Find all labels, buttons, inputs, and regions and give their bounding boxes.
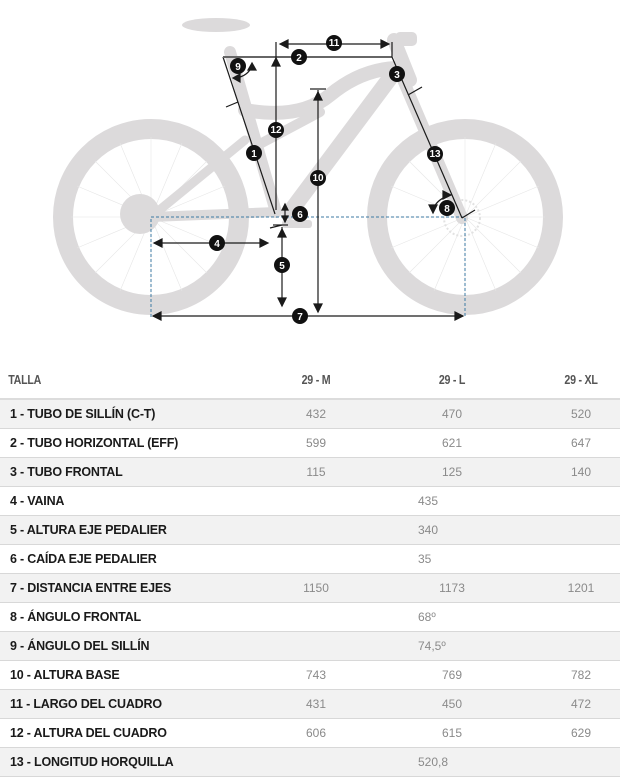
row-value: 647	[542, 428, 620, 458]
row-label: 8 - ÁNGULO FRONTAL	[0, 602, 270, 632]
row-value: 1150	[270, 573, 362, 603]
seat-tube-line	[222, 56, 276, 215]
row-shared-value: 340	[270, 515, 620, 545]
badge-13: 13	[427, 146, 443, 162]
row-value: 472	[542, 689, 620, 719]
row-value: 1173	[362, 573, 542, 603]
frame	[146, 33, 468, 224]
badge-9: 9	[230, 58, 246, 74]
svg-text:7: 7	[297, 312, 303, 323]
svg-text:13: 13	[429, 149, 441, 160]
row-shared-value: 435	[270, 486, 620, 516]
bike-geometry-diagram: 1 2 3 4 5 6 7 8 9 10 11 12 13	[0, 0, 620, 345]
row-value: 432	[270, 399, 362, 429]
table-header-row: TALLA 29 - M 29 - L 29 - XL	[0, 360, 620, 399]
cassette	[120, 194, 160, 234]
row-shared-value: 520,8	[270, 747, 620, 777]
header-size-m: 29 - M	[301, 371, 331, 387]
geometry-table: TALLA 29 - M 29 - L 29 - XL 1 - TUBO DE …	[0, 360, 620, 777]
bike-illustration: 1 2 3 4 5 6 7 8 9 10 11 12 13	[53, 18, 563, 324]
header-size-l: 29 - L	[438, 371, 466, 387]
row-value: 615	[362, 718, 542, 748]
svg-text:3: 3	[394, 70, 400, 81]
badge-2: 2	[291, 49, 307, 65]
row-value: 470	[362, 399, 542, 429]
header-size-xl: 29 - XL	[564, 371, 598, 387]
crank	[282, 220, 312, 228]
svg-text:10: 10	[312, 173, 324, 184]
badge-5: 5	[274, 257, 290, 273]
row-value: 599	[270, 428, 362, 458]
svg-text:2: 2	[296, 53, 302, 64]
row-value: 606	[270, 718, 362, 748]
row-label: 4 - VAINA	[0, 486, 270, 516]
row-label: 5 - ALTURA EJE PEDALIER	[0, 515, 270, 545]
badge-4: 4	[209, 235, 225, 251]
row-label: 1 - TUBO DE SILLÍN (C-T)	[0, 399, 270, 429]
row-label: 7 - DISTANCIA ENTRE EJES	[0, 573, 270, 603]
row-value: 629	[542, 718, 620, 748]
row-label: 11 - LARGO DEL CUADRO	[0, 689, 270, 719]
badge-8: 8	[439, 200, 455, 216]
measurement-badges: 1 2 3 4 5 6 7 8 9 10 11 12 13	[209, 35, 455, 324]
row-value: 431	[270, 689, 362, 719]
svg-text:11: 11	[329, 38, 340, 49]
svg-text:9: 9	[235, 62, 241, 73]
row-label: 3 - TUBO FRONTAL	[0, 457, 270, 487]
row-value: 769	[362, 660, 542, 690]
row-shared-value: 68º	[270, 602, 620, 632]
svg-text:1: 1	[251, 149, 257, 160]
row-label: 13 - LONGITUD HORQUILLA	[0, 747, 270, 777]
badge-1: 1	[246, 145, 262, 161]
row-label: 12 - ALTURA DEL CUADRO	[0, 718, 270, 748]
row-value: 450	[362, 689, 542, 719]
badge-11: 11	[326, 35, 342, 51]
row-value: 115	[270, 457, 362, 487]
svg-text:4: 4	[214, 239, 220, 250]
row-label: 6 - CAÍDA EJE PEDALIER	[0, 544, 270, 574]
badge-6: 6	[292, 206, 308, 222]
head-tube-fork-line	[391, 56, 463, 219]
row-label: 2 - TUBO HORIZONTAL (EFF)	[0, 428, 270, 458]
row-shared-value: 74,5º	[270, 631, 620, 661]
stem	[395, 32, 417, 46]
svg-text:12: 12	[270, 125, 282, 136]
row-value: 621	[362, 428, 542, 458]
row-value: 125	[362, 457, 542, 487]
row-label: 9 - ÁNGULO DEL SILLÍN	[0, 631, 270, 661]
row-shared-value: 35	[270, 544, 620, 574]
row-value: 520	[542, 399, 620, 429]
header-size: TALLA	[8, 371, 42, 387]
badge-12: 12	[268, 122, 284, 138]
saddle	[182, 18, 250, 32]
badge-3: 3	[389, 66, 405, 82]
badge-7: 7	[292, 308, 308, 324]
row-value: 782	[542, 660, 620, 690]
svg-text:8: 8	[444, 204, 450, 215]
row-value: 1201	[542, 573, 620, 603]
svg-text:5: 5	[279, 261, 285, 272]
row-value: 140	[542, 457, 620, 487]
row-label: 10 - ALTURA BASE	[0, 660, 270, 690]
row-value: 743	[270, 660, 362, 690]
axle-reference-lines	[150, 216, 466, 317]
svg-text:6: 6	[297, 210, 303, 221]
badge-10: 10	[310, 170, 326, 186]
